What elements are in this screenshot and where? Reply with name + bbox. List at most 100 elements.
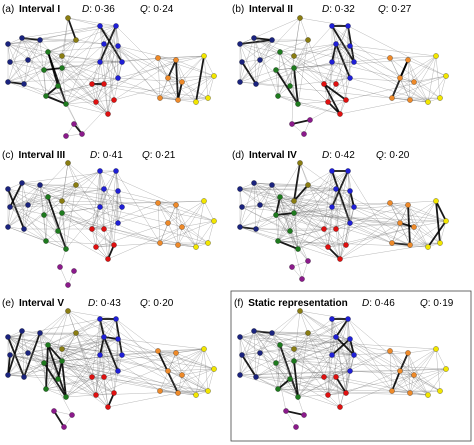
network-edge	[7, 43, 49, 53]
network-edge	[323, 370, 351, 378]
network-node-navy	[253, 81, 259, 87]
network-node-green	[273, 360, 279, 366]
network-edge	[27, 352, 97, 396]
network-edge	[271, 332, 391, 352]
network-edge	[23, 59, 29, 85]
network-node-red	[337, 111, 343, 117]
network-edge	[293, 348, 355, 356]
network-edge	[255, 184, 273, 230]
network-edge	[203, 55, 209, 99]
network-edge	[277, 344, 281, 390]
network-edge	[65, 206, 101, 250]
network-node-orange	[405, 57, 411, 63]
network-edge	[279, 196, 299, 250]
network-edge	[27, 310, 69, 354]
network-node-blue	[115, 220, 121, 226]
network-edge	[9, 39, 41, 63]
network-edge	[39, 184, 159, 204]
network-edge	[181, 220, 215, 228]
network-node-red	[325, 392, 331, 398]
network-node-orange	[411, 79, 417, 85]
panel-a-tag: (a)	[2, 4, 14, 15]
network-edge	[9, 206, 67, 250]
network-edge	[389, 57, 409, 61]
panel-f-label: (f) Static representation	[234, 298, 348, 309]
network-edge	[339, 77, 351, 115]
network-node-orange	[411, 224, 417, 230]
network-edge	[239, 352, 261, 376]
network-edge	[43, 214, 67, 250]
network-edge	[7, 332, 41, 338]
network-edge	[67, 310, 93, 378]
network-edge	[413, 81, 429, 103]
network-node-navy	[237, 372, 243, 378]
network-node-purple	[71, 121, 77, 127]
network-edge	[65, 59, 177, 105]
network-edge	[293, 212, 325, 230]
network-edge	[117, 45, 161, 99]
network-edge	[331, 25, 355, 63]
panel-e-tag: (e)	[2, 298, 14, 309]
network-edge	[195, 368, 215, 396]
network-edge	[253, 37, 295, 57]
panel-e-label: (e) Interval V	[2, 298, 64, 309]
network-edge	[335, 43, 391, 59]
network-edge	[413, 226, 429, 248]
network-node-green	[295, 394, 301, 400]
network-node-green	[275, 238, 281, 244]
network-edge	[65, 45, 119, 105]
network-node-navy	[7, 204, 13, 210]
network-edge	[297, 392, 347, 398]
network-edge	[181, 75, 215, 83]
network-edge	[61, 55, 109, 115]
network-edge	[167, 77, 179, 101]
network-node-green	[295, 101, 301, 107]
network-edge	[61, 212, 67, 250]
network-edge	[67, 17, 117, 27]
network-edge	[65, 103, 109, 115]
network-node-blue	[347, 43, 353, 49]
panel-c-d: D: 0·41	[90, 150, 123, 161]
network-edge	[117, 45, 179, 101]
network-node-navy	[37, 182, 43, 188]
network-edge	[207, 220, 215, 244]
network-edge	[47, 332, 77, 346]
network-edge	[413, 374, 441, 392]
network-edge	[95, 45, 119, 103]
network-edge	[157, 57, 215, 77]
network-node-blue	[351, 204, 357, 210]
network-edge	[389, 350, 393, 392]
network-edges	[7, 17, 215, 137]
network-edge	[327, 374, 415, 396]
network-edge	[61, 200, 67, 250]
network-edge	[57, 230, 67, 250]
network-node-green	[43, 386, 49, 392]
network-edge	[91, 202, 159, 230]
network-edge	[239, 226, 341, 260]
network-edge	[103, 318, 117, 338]
network-edge	[59, 266, 69, 286]
network-edge	[409, 99, 429, 103]
network-edge	[103, 376, 115, 394]
network-edge	[65, 103, 83, 135]
network-edge	[253, 182, 295, 214]
network-node-blue	[329, 59, 335, 65]
network-edge	[399, 222, 411, 246]
network-edge	[23, 204, 29, 230]
network-edge	[297, 99, 347, 105]
network-edge	[75, 332, 123, 356]
network-node-navy	[239, 352, 245, 358]
network-node-olive	[73, 37, 79, 43]
network-edge	[275, 214, 279, 242]
network-edge	[291, 119, 311, 125]
network-edge	[277, 370, 351, 390]
network-edge	[167, 370, 179, 394]
network-edge	[259, 196, 281, 206]
network-edge	[21, 37, 77, 41]
network-edge	[335, 83, 393, 99]
network-edge	[275, 214, 325, 230]
network-edge	[175, 204, 179, 246]
network-edge	[239, 374, 341, 408]
network-edge	[409, 374, 415, 394]
network-edge	[413, 368, 447, 376]
